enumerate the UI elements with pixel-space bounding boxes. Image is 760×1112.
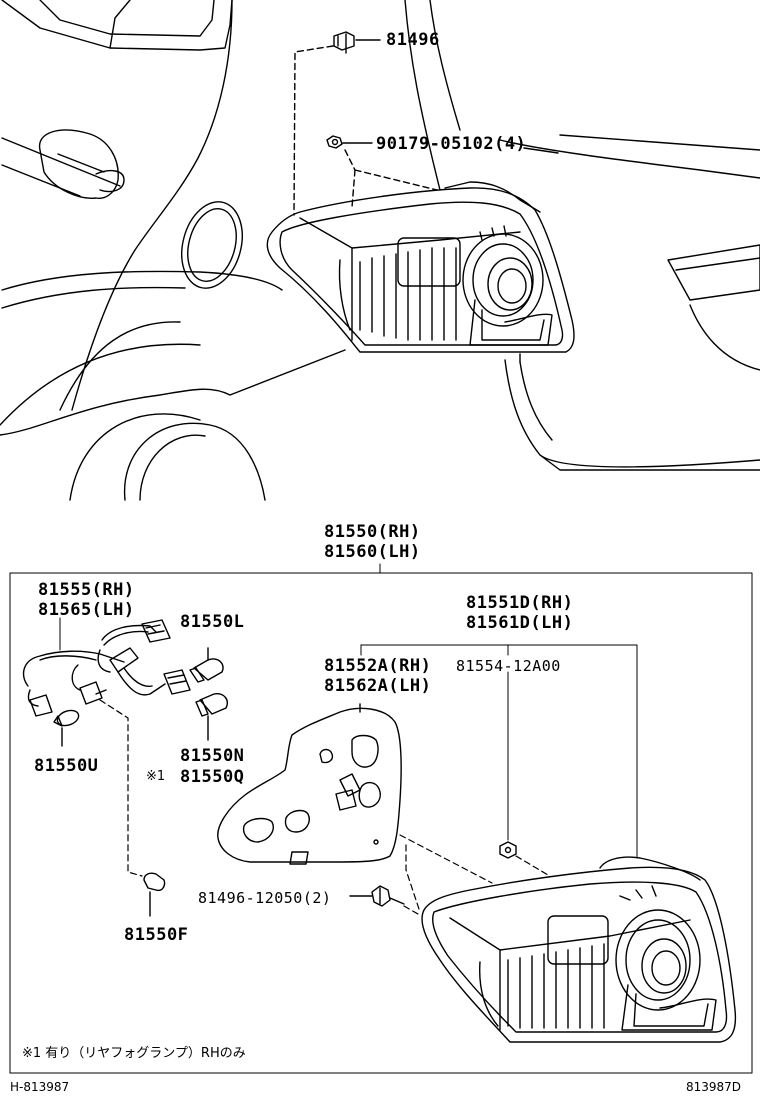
- callout-81496-12050: 81496-12050(2): [198, 889, 332, 907]
- fuel-lid-outline: [38, 129, 125, 199]
- callout-81496: 81496: [386, 30, 440, 50]
- rear-combination-lamp-installed: [266, 181, 575, 363]
- callout-81552a-rh: 81552A(RH): [324, 656, 432, 676]
- callout-81550-rh: 81550(RH): [324, 522, 421, 542]
- callout-90179-05102: 90179-05102(4): [376, 134, 527, 154]
- callout-81562a-lh: 81562A(LH): [324, 676, 432, 696]
- parts-kit-box: [9, 563, 753, 1074]
- callout-81554-12a00: 81554-12A00: [456, 657, 561, 675]
- lens-bracket: [59, 617, 638, 859]
- callout-81550q: 81550Q: [180, 767, 245, 787]
- callout-81550l: 81550L: [180, 612, 245, 632]
- callout-81550n: 81550N: [180, 746, 245, 766]
- nut-81554: [499, 841, 517, 859]
- callout-81550u: 81550U: [34, 756, 99, 776]
- upper-guide-lines: [293, 45, 438, 216]
- socket-and-wire: [22, 619, 191, 717]
- screw-81496-12050: [349, 885, 405, 907]
- bulb-81550l: [189, 647, 224, 683]
- callout-81551d-rh: 81551D(RH): [466, 593, 574, 613]
- bulb-81550u: [53, 709, 80, 747]
- callout-81565-lh: 81565(LH): [38, 600, 135, 620]
- callout-81560-lh: 81560(LH): [324, 542, 421, 562]
- callout-81550f: 81550F: [124, 925, 189, 945]
- footnote: ※1 有り（リヤフォグランプ）RHのみ: [22, 1046, 246, 1061]
- callout-81561d-lh: 81561D(LH): [466, 613, 574, 633]
- footer-illustration-id: H-813987: [10, 1080, 70, 1094]
- vehicle-body-outline: [0, 0, 760, 501]
- lower-guide-lines: [399, 834, 549, 915]
- fastener-81496-upper: [333, 31, 381, 54]
- nut-90179-upper: [326, 135, 559, 154]
- rear-lamp-lens: [421, 856, 737, 1043]
- fog-lamp-note-mark: ※1: [146, 769, 166, 784]
- bulb-81550f: [143, 872, 166, 917]
- bulb-81550f-guide: [99, 699, 143, 877]
- gasket-plate: [217, 703, 402, 865]
- footer-figure-code: 813987D: [686, 1080, 742, 1094]
- bulb-81550n: [195, 693, 228, 741]
- callout-81555-rh: 81555(RH): [38, 580, 135, 600]
